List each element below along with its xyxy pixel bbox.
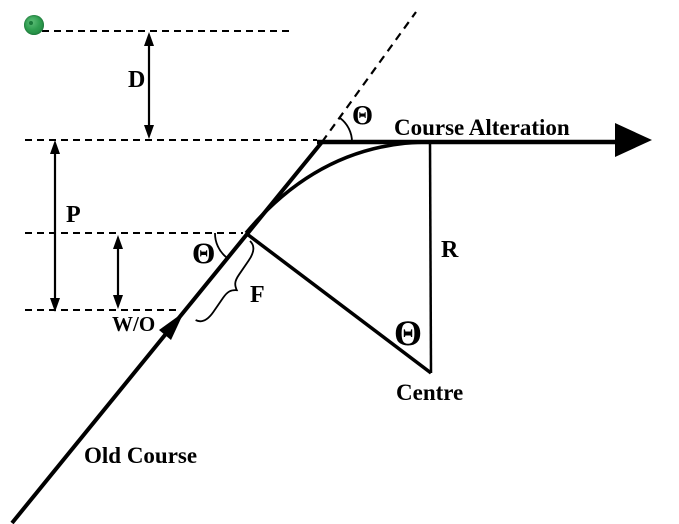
label-radius-r: R [441,237,459,263]
green-marker-dot [24,15,44,35]
label-distance-f: F [250,282,265,308]
course-alteration-arrowhead [615,123,652,157]
p-measure-arrow [50,140,60,312]
label-course-alteration: Course Alteration [394,115,570,140]
label-wheel-over: W/O [112,312,156,336]
wheel-over-distance-arrow [113,235,123,309]
label-distance-d: D [128,67,146,93]
label-theta-top: Θ [352,100,374,130]
wheel-over-arrowhead [159,312,184,340]
d-measure-arrow [144,32,154,139]
label-old-course: Old Course [84,443,198,468]
radius-to-tangent-line [245,232,433,375]
old-course-dashed-extension [321,11,417,143]
f-brace [195,240,255,323]
radius-vertical-line [428,141,433,374]
label-theta-tangent: Θ [192,237,216,270]
label-centre: Centre [396,380,464,405]
label-distance-p: P [66,202,81,228]
turning-curve [244,140,431,235]
theta-arc-top [339,117,353,143]
label-theta-centre: Θ [394,313,423,353]
theta-arc-tangent [214,232,227,258]
